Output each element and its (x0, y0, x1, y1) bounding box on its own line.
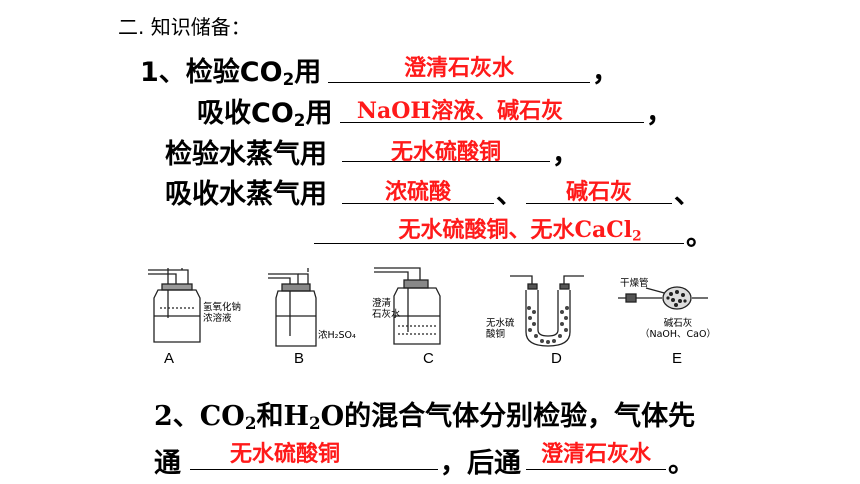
q1-line5-end: 。 (686, 221, 713, 252)
section-title: 二. 知识储备： (118, 15, 251, 39)
q1-answer5: 无水硫酸铜、无水CaCl2 (398, 217, 642, 245)
apparatus-d-label: D (551, 350, 562, 367)
apparatus-c-note: 澄清 石灰水 (372, 298, 401, 320)
q2-blank1[interactable] (190, 469, 438, 470)
q1-blank3[interactable] (342, 161, 550, 162)
q2-line2-mid: ，后通 (440, 448, 521, 479)
apparatus-d-note: 无水硫 酸铜 (486, 318, 515, 340)
apparatus-d-u-tube-icon (510, 275, 584, 347)
q2-answer1: 无水硫酸铜 (229, 441, 340, 467)
q1-blank2[interactable] (340, 122, 644, 123)
q1-blank4a[interactable] (342, 203, 494, 204)
q1-number: 1、 (140, 57, 186, 88)
q1-answer4a: 浓硫酸 (384, 179, 451, 205)
q2-answer2: 澄清石灰水 (540, 441, 651, 467)
apparatus-a-bottle-icon (148, 268, 201, 343)
q1-answer1: 澄清石灰水 (403, 55, 514, 81)
apparatus-b-bottle-icon (268, 268, 317, 347)
q1-line4-end: 、 (674, 179, 701, 210)
q1-line4-sep: 、 (496, 179, 523, 210)
q2-line2-end: 。 (668, 448, 695, 479)
q1-answer3: 无水硫酸铜 (390, 139, 501, 165)
q1-line1-end: ， (592, 57, 619, 88)
q1-line1: 1、检验CO2用 (140, 57, 322, 90)
apparatus-e-label: E (672, 350, 683, 367)
apparatus-e-drying-tube-icon (618, 286, 708, 310)
apparatus-a-note: 氢氧化钠 浓溶液 (203, 302, 242, 324)
apparatus-c-label: C (423, 350, 434, 367)
q1-blank4b[interactable] (526, 203, 672, 204)
q1-answer2: NaOH溶液、碱石灰 (356, 98, 564, 124)
apparatus-e-note: 碱石灰 （NaOH、CaO） (640, 318, 716, 340)
q2-number: 2、 (154, 401, 200, 432)
apparatus-b-note: 浓H₂SO₄ (318, 330, 356, 341)
q1-answer4b: 碱石灰 (565, 179, 632, 205)
apparatus-c-bottle-icon (374, 267, 441, 345)
apparatus-e-top-note: 干燥管 (620, 278, 649, 289)
q2-line2-start: 通 (154, 448, 181, 479)
apparatus-b-label: B (294, 350, 305, 367)
q1-line2-end: ， (646, 98, 673, 129)
q2-blank2[interactable] (526, 469, 666, 470)
q2-line1: 2、CO2和H2O的混合气体分别检验，气体先 (154, 401, 696, 434)
q1-blank5[interactable] (314, 243, 684, 244)
q1-line2: 吸收CO2用 (197, 98, 333, 131)
q1-line4: 吸收水蒸气用 (165, 179, 327, 210)
q1-blank1[interactable] (328, 82, 590, 83)
q1-line3: 检验水蒸气用 (165, 139, 327, 170)
apparatus-a-label: A (164, 350, 175, 367)
q1-line3-end: ， (552, 139, 579, 170)
